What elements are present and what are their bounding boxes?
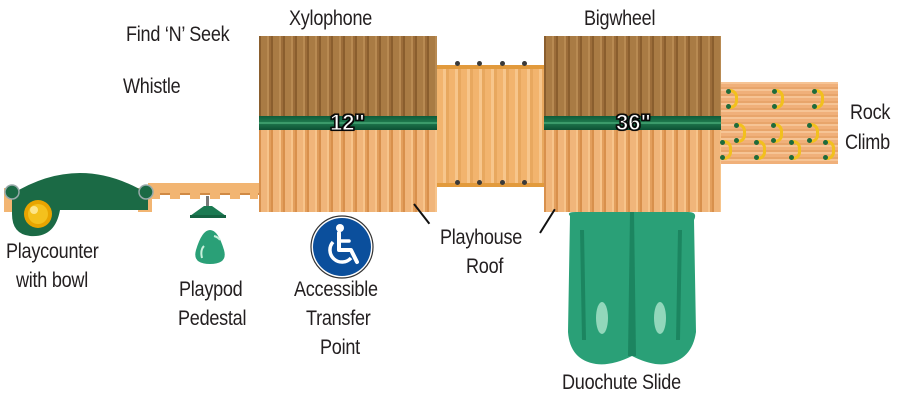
label-duochute-slide: Duochute Slide — [562, 371, 681, 394]
label-find-n-seek: Find ‘N’ Seek — [126, 23, 230, 46]
accessible-wheelchair-icon — [310, 215, 374, 279]
duochute-slide — [568, 212, 696, 365]
handhold-icon — [807, 123, 819, 143]
bolt — [477, 61, 482, 66]
handhold-icon — [734, 123, 746, 143]
bolt — [455, 180, 460, 185]
handhold-icon — [720, 140, 732, 160]
handhold-icon — [772, 89, 784, 109]
handhold-icon — [823, 140, 835, 160]
handhold-icon — [812, 89, 824, 109]
handhold-icon — [754, 140, 766, 160]
label-accessible-line1: Accessible — [294, 278, 378, 301]
right-deck-rail — [544, 116, 721, 130]
bolt — [522, 61, 527, 66]
left-deck-height: 12" — [330, 110, 366, 136]
label-playhouse-line2: Roof — [466, 255, 504, 278]
playpod-pedestal-icon — [190, 196, 226, 218]
connector-arm-teeth — [150, 193, 258, 199]
leader-line-right — [539, 208, 556, 234]
bolt — [477, 180, 482, 185]
left-deck-roof — [259, 36, 437, 116]
handhold-icon — [789, 140, 801, 160]
handhold-icon — [726, 89, 738, 109]
playpod-seat-icon — [195, 230, 225, 264]
label-playcounter-line2: with bowl — [16, 269, 88, 292]
right-deck-height: 36" — [616, 110, 652, 136]
label-accessible-line2: Transfer — [306, 307, 371, 330]
left-deck-floor — [259, 130, 437, 212]
label-xylophone: Xylophone — [289, 7, 373, 30]
bridge — [437, 65, 544, 187]
label-accessible-line3: Point — [320, 336, 360, 359]
bolt — [500, 61, 505, 66]
label-bigwheel: Bigwheel — [584, 7, 656, 30]
label-playpod-line1: Playpod — [179, 278, 243, 301]
bolt — [455, 61, 460, 66]
label-rock-climb-line2: Climb — [845, 131, 890, 154]
label-playcounter-line1: Playcounter — [6, 240, 99, 263]
handhold-icon — [771, 123, 783, 143]
bolt — [522, 180, 527, 185]
right-deck-roof — [544, 36, 721, 116]
label-whistle: Whistle — [123, 75, 181, 98]
left-deck-rail — [259, 116, 437, 130]
right-deck-floor — [544, 130, 721, 212]
label-playpod-line2: Pedestal — [178, 307, 247, 330]
label-playhouse-line1: Playhouse — [440, 226, 523, 249]
playcounter-with-bowl — [4, 173, 154, 237]
bolt — [500, 180, 505, 185]
label-rock-climb-line1: Rock — [850, 101, 891, 124]
